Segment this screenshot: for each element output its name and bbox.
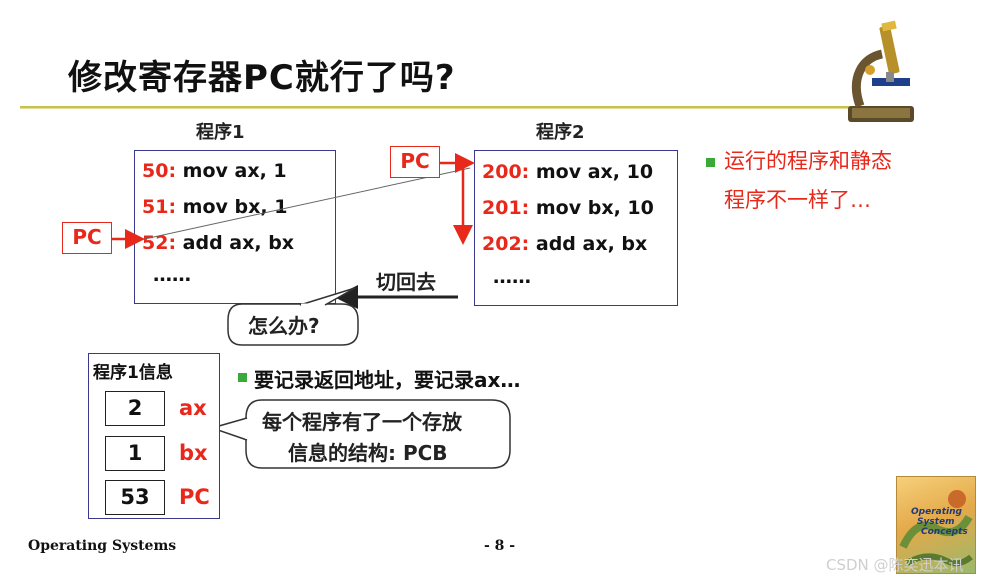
footer-course: Operating Systems — [28, 538, 177, 554]
book-title-line1: Operating — [911, 507, 962, 517]
register-value-pc: 53 — [105, 480, 165, 515]
line-address: 50: — [142, 160, 177, 182]
program1-line: 50: mov ax, 1 — [142, 160, 287, 182]
question-callout: 怎么办? — [248, 314, 320, 338]
program2-line: 201: mov bx, 10 — [482, 197, 654, 219]
microscope-icon — [842, 18, 922, 128]
line-code: mov ax, 10 — [529, 161, 654, 183]
line-address: 201: — [482, 197, 530, 219]
program2-line: 202: add ax, bx — [482, 233, 647, 255]
pc-register-left: PC — [62, 222, 112, 254]
pc-register-top: PC — [390, 146, 440, 178]
switch-back-label: 切回去 — [376, 270, 436, 294]
jump-line — [139, 167, 471, 241]
bullet-text-line1: 运行的程序和静态 — [724, 149, 892, 173]
title-rule-shadow — [20, 108, 850, 109]
question-callout-shape — [227, 303, 359, 346]
program1-box: 50: mov ax, 1 51: mov bx, 1 52: add ax, … — [134, 150, 336, 304]
line-code: add ax, bx — [529, 233, 648, 255]
title-rule — [20, 106, 850, 108]
pcb-callout-line2: 信息的结构: PCB — [288, 441, 448, 465]
program2-label: 程序2 — [536, 122, 585, 143]
line-code: mov ax, 1 — [176, 160, 287, 182]
register-name-pc: PC — [179, 485, 210, 509]
dinosaur-book-icon: Operating System Concepts — [896, 476, 976, 574]
line-address: 200: — [482, 161, 530, 183]
program2-line: …… — [493, 266, 531, 288]
watermark: CSDN @陈奕迅本讯 — [826, 556, 964, 574]
bullet-text-line2: 程序不一样了… — [724, 188, 871, 212]
line-address: 51: — [142, 196, 177, 218]
register-value-bx: 1 — [105, 436, 165, 471]
footer-page-number: - 8 - — [484, 538, 516, 554]
line-code: mov bx, 1 — [176, 196, 288, 218]
line-ellipsis: …… — [493, 266, 531, 288]
program1-line: 51: mov bx, 1 — [142, 196, 287, 218]
bullet-marker — [238, 373, 247, 382]
program1-label: 程序1 — [196, 122, 245, 143]
info-box-label: 程序1信息 — [93, 363, 173, 383]
line-address: 202: — [482, 233, 530, 255]
line-code: add ax, bx — [176, 232, 295, 254]
pcb-callout-line1: 每个程序有了一个存放 — [262, 410, 462, 434]
bullet-text: 要记录返回地址，要记录ax… — [254, 368, 521, 392]
program1-info-box: 程序1信息 2 ax 1 bx 53 PC — [88, 353, 220, 519]
line-ellipsis: …… — [153, 264, 191, 286]
bullet-marker — [706, 158, 715, 167]
book-title-line2: System — [917, 517, 955, 527]
register-value-ax: 2 — [105, 391, 165, 426]
slide-title: 修改寄存器PC就行了吗? — [68, 58, 456, 98]
pcb-callout-shape — [245, 399, 511, 469]
program1-line: …… — [153, 264, 191, 286]
program2-box: 200: mov ax, 10 201: mov bx, 10 202: add… — [474, 150, 678, 306]
book-title-line3: Concepts — [921, 527, 968, 537]
register-name-bx: bx — [179, 441, 208, 465]
line-code: mov bx, 10 — [529, 197, 654, 219]
program2-line: 200: mov ax, 10 — [482, 161, 653, 183]
register-name-ax: ax — [179, 396, 207, 420]
